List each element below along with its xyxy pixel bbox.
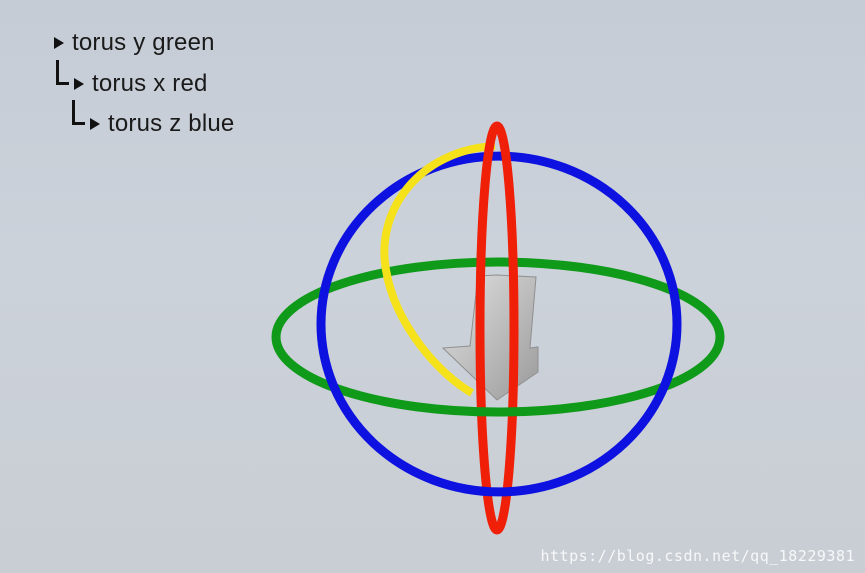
hierarchy-item-torus-y[interactable]: torus y green bbox=[54, 30, 215, 56]
hierarchy-item-label: torus y green bbox=[72, 29, 215, 56]
outliner-hierarchy: torus y green torus x red torus z blue bbox=[0, 0, 340, 150]
watermark-url: https://blog.csdn.net/qq_18229381 bbox=[540, 547, 855, 565]
blue-torus-front[interactable] bbox=[316, 323, 682, 497]
green-torus-front[interactable] bbox=[271, 336, 725, 417]
hierarchy-item-torus-x[interactable]: torus x red bbox=[74, 71, 208, 97]
blue-torus-back[interactable] bbox=[316, 151, 682, 325]
hierarchy-item-label: torus x red bbox=[92, 70, 208, 97]
child-connector-icon bbox=[56, 60, 69, 85]
hierarchy-item-torus-z[interactable]: torus z blue bbox=[90, 111, 234, 137]
expand-arrow-icon[interactable] bbox=[90, 118, 100, 130]
red-torus[interactable] bbox=[475, 121, 519, 535]
child-connector-icon bbox=[72, 100, 85, 125]
expand-arrow-icon[interactable] bbox=[74, 78, 84, 90]
green-torus-back[interactable] bbox=[271, 257, 725, 338]
yellow-torus[interactable] bbox=[380, 142, 496, 397]
expand-arrow-icon[interactable] bbox=[54, 37, 64, 49]
hierarchy-item-label: torus z blue bbox=[108, 110, 235, 137]
